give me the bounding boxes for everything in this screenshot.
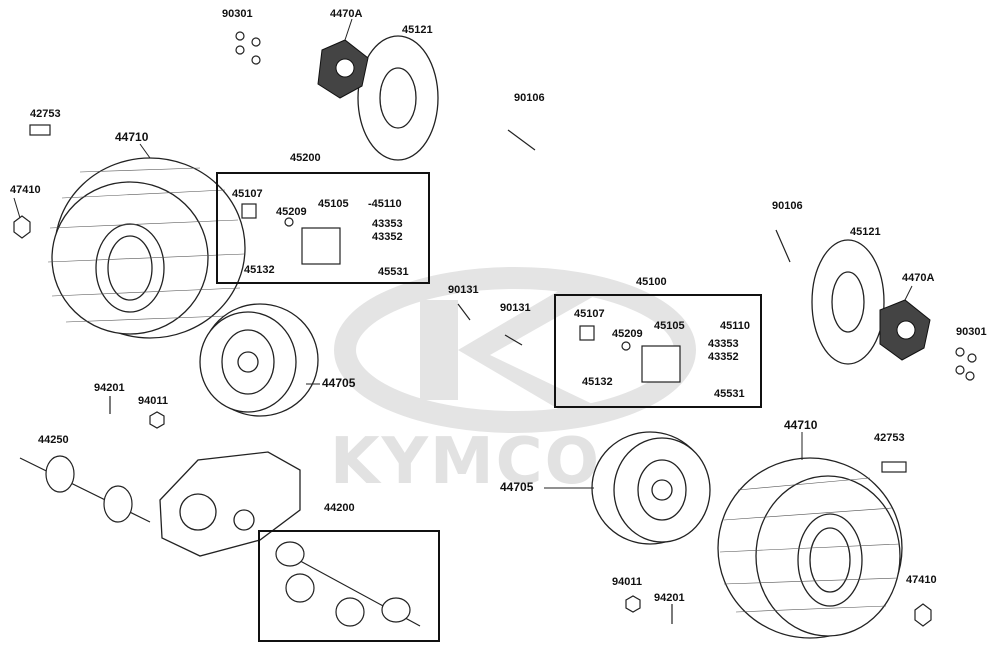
brake-caliper-kit-box-right: [554, 294, 762, 408]
label-45531-right: 45531: [714, 388, 745, 400]
label-45121-right: 45121: [850, 226, 881, 238]
kymco-k-letter: [420, 290, 605, 410]
label-45107-left: 45107: [232, 188, 263, 200]
label-44705-left: 44705: [322, 376, 356, 390]
label-42753-right: 42753: [874, 432, 905, 444]
label-45107-right: 45107: [574, 308, 605, 320]
label-94201-left: 94201: [94, 382, 125, 394]
kymco-logo-watermark: [334, 267, 696, 433]
kymco-watermark: KYMCO: [330, 425, 601, 499]
label-43352-right: 43352: [708, 351, 739, 363]
label-45110-right: 45110: [720, 320, 750, 332]
brake-caliper-kit-box-left: [216, 172, 430, 284]
label-45105-right: 45105: [654, 320, 685, 332]
label-45105-left: 45105: [318, 198, 349, 210]
label-90131-b: 90131: [500, 302, 531, 314]
label-45531-left: 45531: [378, 266, 409, 278]
label-44710-right: 44710: [784, 418, 818, 432]
label-44705-right: 44705: [500, 480, 534, 494]
label-4470A-right: 4470A: [902, 272, 935, 284]
drive-shaft-left: [19, 455, 151, 523]
drive-shaft-kit: [275, 541, 421, 627]
rim-right: [591, 431, 711, 545]
label-90301-top: 90301: [222, 8, 253, 20]
label-45200: 45200: [290, 152, 321, 164]
label-44250: 44250: [38, 434, 69, 446]
label-44200: 44200: [324, 502, 355, 514]
label-94201-right: 94201: [654, 592, 685, 604]
label-43353-left: 43353: [372, 218, 403, 230]
caliper-left: [241, 203, 341, 265]
label-43353-right: 43353: [708, 338, 739, 350]
tire-left: [51, 157, 246, 339]
rim-left: [199, 303, 319, 417]
label-94011-right: 94011: [612, 576, 642, 588]
label-45209-right: 45209: [612, 328, 643, 340]
label-45100: 45100: [636, 276, 667, 288]
label-45132-left: 45132: [244, 264, 275, 276]
label-90301-right: 90301: [956, 326, 987, 338]
label-45132-right: 45132: [582, 376, 613, 388]
label-44710-left: 44710: [115, 130, 149, 144]
label-90131-a: 90131: [448, 284, 479, 296]
brake-disc-top: [357, 35, 439, 161]
label-90106-right: 90106: [772, 200, 803, 212]
tire-left-tread: [47, 167, 245, 323]
wheel-hub-right: [879, 299, 931, 361]
label-42753-left: 42753: [30, 108, 61, 120]
label-45110-left: -45110: [368, 198, 402, 210]
label-45209-left: 45209: [276, 206, 307, 218]
label-94011-left: 94011: [138, 395, 168, 407]
caliper-right: [579, 325, 681, 383]
label-47410-right: 47410: [906, 574, 937, 586]
label-43352-left: 43352: [372, 231, 403, 243]
label-45121-top: 45121: [402, 24, 433, 36]
tire-right-tread: [719, 477, 901, 613]
drive-shaft-kit-box: [258, 530, 440, 642]
wheel-hub-top: [317, 39, 369, 99]
brake-disc-right: [811, 239, 885, 365]
leader-lines: [13, 18, 913, 489]
label-47410-left: 47410: [10, 184, 41, 196]
small-hardware: [13, 31, 977, 627]
label-90106-top: 90106: [514, 92, 545, 104]
label-4470A-top: 4470A: [330, 8, 363, 20]
